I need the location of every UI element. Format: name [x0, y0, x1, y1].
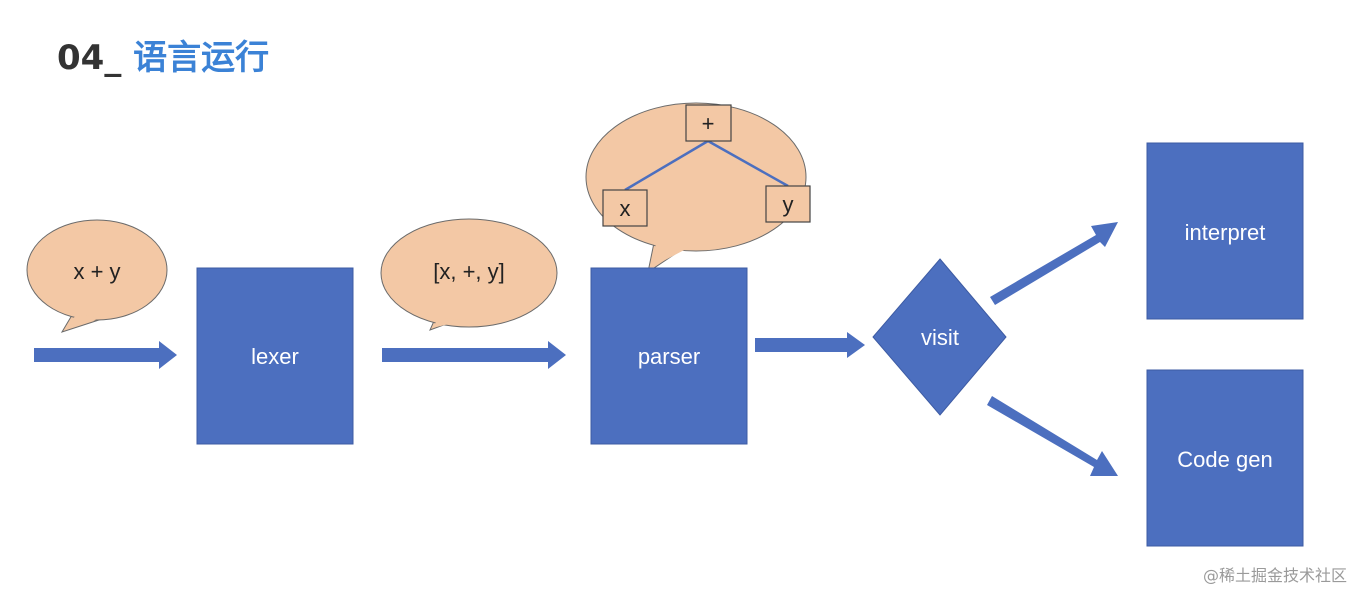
- tree-node-root: +: [685, 104, 732, 142]
- lexer-label: lexer: [251, 344, 299, 369]
- tree-right-label: y: [783, 192, 794, 217]
- interpret-label: interpret: [1185, 220, 1266, 245]
- parser-label: parser: [638, 344, 700, 369]
- tree-edge-left: [624, 139, 709, 192]
- arrow-lexer-to-parser: [382, 341, 566, 369]
- lexer-box: lexer: [196, 267, 354, 445]
- title-number: 04_: [57, 38, 122, 78]
- input-bubble-text: x + y: [73, 259, 120, 284]
- page-title: 04_ 语言运行: [57, 36, 269, 80]
- codegen-label: Code gen: [1177, 447, 1272, 472]
- tree-root-label: +: [702, 111, 715, 136]
- tokens-bubble-text: [x, +, y]: [433, 259, 505, 284]
- watermark: @稀土掘金技术社区: [1202, 566, 1347, 585]
- visit-label: visit: [921, 325, 959, 350]
- tree-node-left: x: [602, 189, 648, 227]
- tree-left-label: x: [620, 196, 631, 221]
- tokens-bubble: [x, +, y]: [380, 218, 558, 331]
- parser-box: parser: [590, 267, 748, 445]
- tree-node-right: y: [765, 185, 811, 223]
- codegen-box: Code gen: [1146, 369, 1304, 547]
- ast-bubble: + x y: [585, 102, 811, 274]
- arrow-parser-to-visit: [755, 332, 865, 358]
- tree-edge-right: [707, 139, 789, 188]
- visit-diamond: visit: [872, 258, 1007, 416]
- arrow-visit-to-interpret: [990, 222, 1118, 305]
- title-text: 语言运行: [133, 38, 270, 78]
- arrow-visit-to-codegen: [987, 396, 1118, 476]
- input-bubble: x + y: [26, 219, 168, 333]
- interpret-box: interpret: [1146, 142, 1304, 320]
- arrow-input-to-lexer: [34, 341, 177, 369]
